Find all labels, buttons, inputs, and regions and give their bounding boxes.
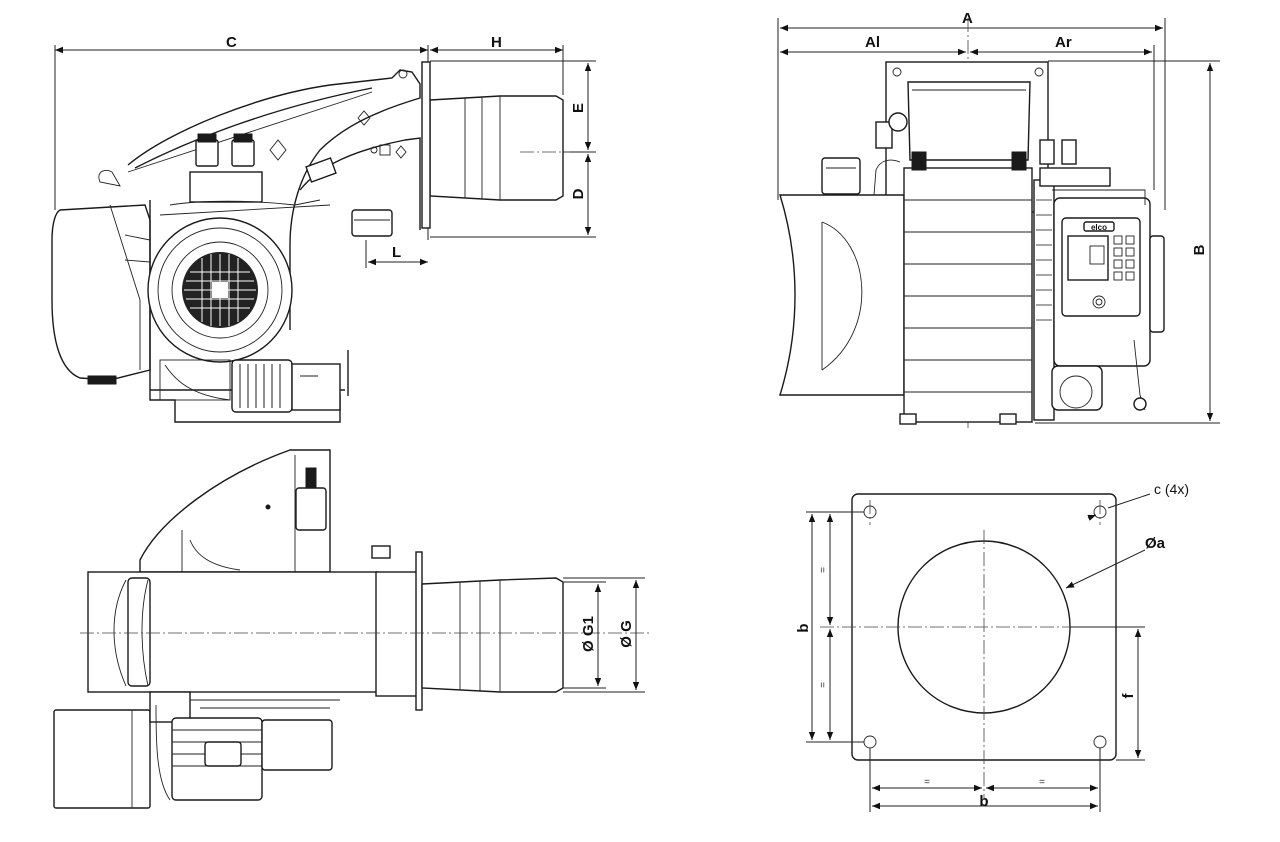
air-inlet <box>779 194 905 396</box>
blast-tube-top <box>421 577 564 693</box>
control-box <box>51 204 151 381</box>
fan-housing <box>903 167 1033 423</box>
eq-mark-1: = <box>818 567 829 573</box>
eq-mark-3: = <box>924 777 930 788</box>
side-view: C H E D L <box>51 34 596 423</box>
dim-a-label: Øa <box>1145 535 1166 552</box>
dim-c4x-label: c (4x) <box>1154 481 1189 497</box>
eq-mark-2: = <box>818 682 829 688</box>
dim-B-label: B <box>1191 244 1208 255</box>
eq-mark-4: = <box>1039 777 1045 788</box>
dim-f-label: f <box>1120 693 1137 699</box>
dim-Al-label: Al <box>865 34 880 51</box>
dim-A-label: A <box>962 10 973 27</box>
control-panel: elco <box>1061 217 1141 317</box>
mounting-flange <box>421 61 431 229</box>
control-box-top <box>53 709 151 809</box>
fan-grille <box>182 252 258 328</box>
dim-E-label: E <box>570 103 587 113</box>
flange-view: b = = = = b f c (4x) Øa <box>795 481 1189 812</box>
top-view: Ø G1 Ø G <box>53 449 650 809</box>
dim-b-vertical-label: b <box>795 623 812 632</box>
dim-G-label: Ø G <box>618 620 635 648</box>
dim-L-label: L <box>392 244 401 261</box>
dim-D-label: D <box>570 188 587 199</box>
dim-b-horizontal-label: b <box>979 793 988 810</box>
dim-H-label: H <box>491 34 502 51</box>
motor <box>231 359 293 413</box>
dim-G1-label: Ø G1 <box>580 616 597 652</box>
blast-tube <box>429 95 564 201</box>
dim-Ar-label: Ar <box>1055 34 1072 51</box>
front-view: A Al Ar B <box>777 10 1220 430</box>
dim-C-label: C <box>226 34 237 51</box>
brand-logo: elco <box>1091 223 1107 232</box>
